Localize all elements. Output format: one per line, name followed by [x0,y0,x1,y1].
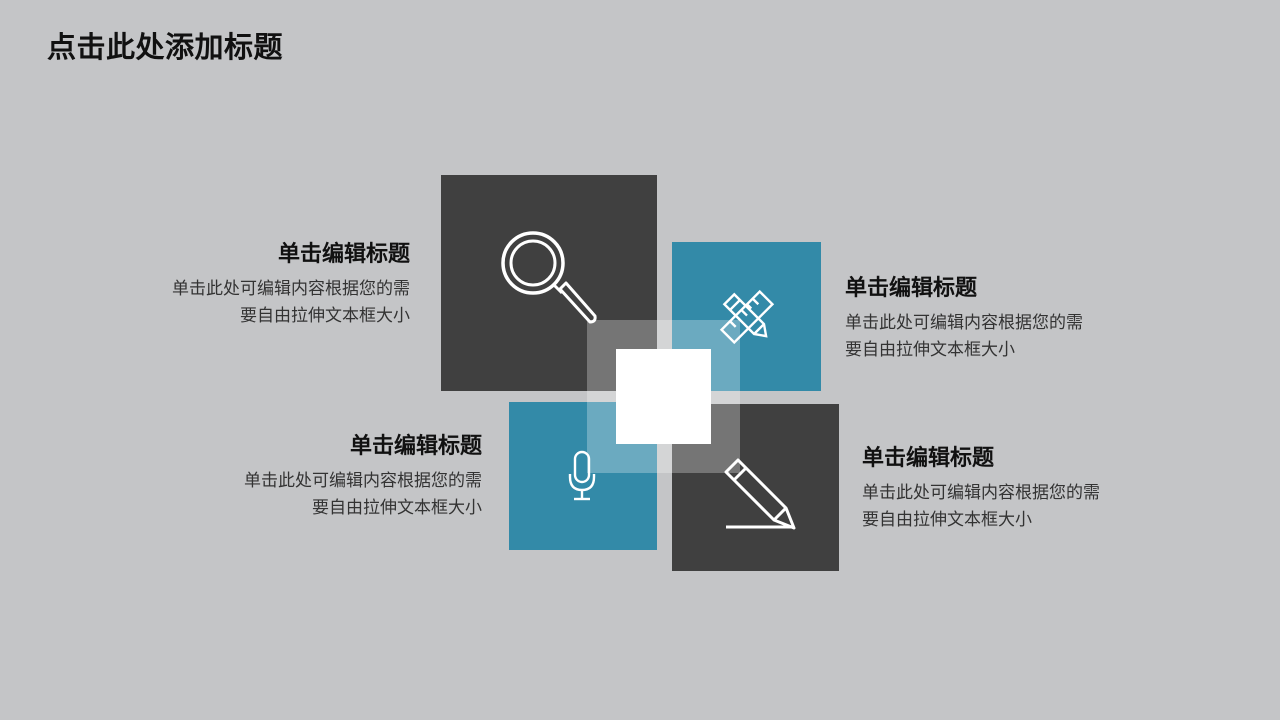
block-description[interactable]: 单击此处可编辑内容根据您的需 要自由拉伸文本框大小 [862,480,1162,534]
page-title[interactable]: 点击此处添加标题 [47,30,284,64]
block-description[interactable]: 单击此处可编辑内容根据您的需 要自由拉伸文本框大小 [190,468,482,522]
block-description[interactable]: 单击此处可编辑内容根据您的需 要自由拉伸文本框大小 [120,276,410,330]
pencil-icon [722,456,798,532]
text-block-bottom-right: 单击编辑标题 单击此处可编辑内容根据您的需 要自由拉伸文本框大小 [862,444,1162,534]
block-description-line: 要自由拉伸文本框大小 [862,510,1032,530]
block-description-line: 单击此处可编辑内容根据您的需 [862,483,1100,503]
block-description-line: 要自由拉伸文本框大小 [312,498,482,518]
microphone-icon [567,450,597,504]
block-description[interactable]: 单击此处可编辑内容根据您的需 要自由拉伸文本框大小 [845,310,1145,364]
text-block-top-left: 单击编辑标题 单击此处可编辑内容根据您的需 要自由拉伸文本框大小 [120,240,410,330]
block-heading[interactable]: 单击编辑标题 [349,434,482,459]
block-description-line: 单击此处可编辑内容根据您的需 [845,313,1083,333]
block-heading[interactable]: 单击编辑标题 [845,276,978,301]
block-heading[interactable]: 单击编辑标题 [862,446,995,471]
block-description-line: 单击此处可编辑内容根据您的需 [244,471,482,491]
magnifier-icon [498,230,598,330]
block-heading[interactable]: 单击编辑标题 [277,242,410,267]
block-description-line: 单击此处可编辑内容根据您的需 [172,279,410,299]
text-block-top-right: 单击编辑标题 单击此处可编辑内容根据您的需 要自由拉伸文本框大小 [845,274,1145,364]
text-block-bottom-left: 单击编辑标题 单击此处可编辑内容根据您的需 要自由拉伸文本框大小 [190,432,482,522]
block-description-line: 要自由拉伸文本框大小 [845,340,1015,360]
ruler-pencil-icon [718,288,776,346]
center-square [616,349,711,444]
block-description-line: 要自由拉伸文本框大小 [240,306,410,326]
